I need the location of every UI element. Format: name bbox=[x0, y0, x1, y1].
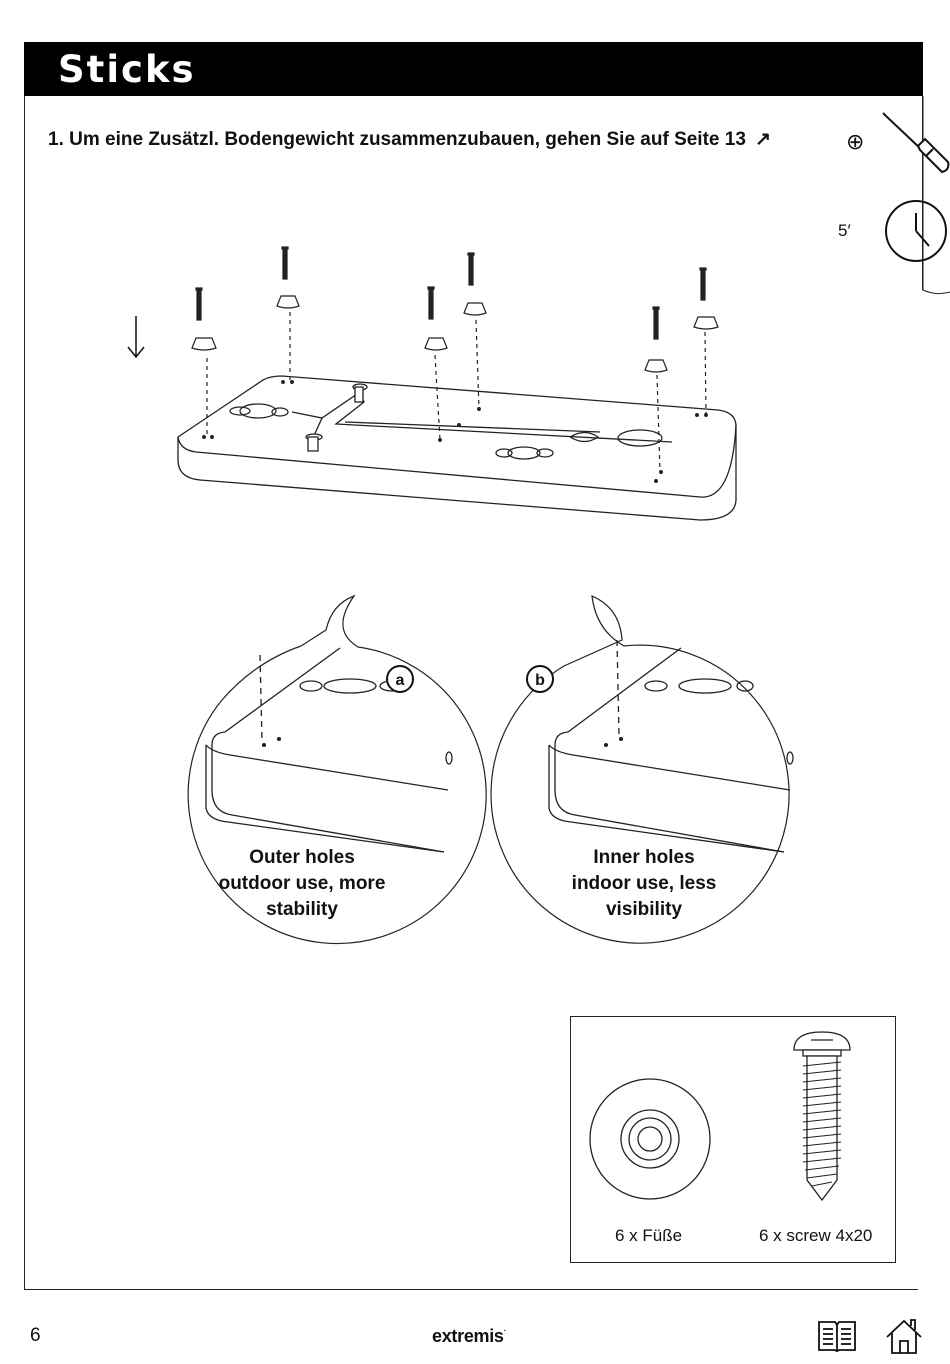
marker-b-badge bbox=[526, 665, 554, 693]
page-tab-edge bbox=[918, 290, 926, 1290]
detail-drawing-b bbox=[548, 639, 794, 853]
screwdriver-icon bbox=[882, 112, 950, 174]
brand-mark: · bbox=[503, 1326, 507, 1335]
assembly-time: 5′ bbox=[838, 221, 851, 240]
page-title: Sticks bbox=[58, 48, 196, 91]
screw-quantity-label: 6 x screw 4x20 bbox=[759, 1226, 873, 1245]
foot-part-icon bbox=[589, 1078, 711, 1200]
detail-callout-b bbox=[490, 595, 790, 944]
clock-icon bbox=[885, 200, 947, 262]
inner-holes-line1: indoor use, less bbox=[571, 873, 717, 894]
tab-outline bbox=[922, 96, 950, 295]
detail-drawing-a bbox=[205, 647, 453, 853]
outer-holes-title: Outer holes bbox=[249, 847, 355, 868]
marker-a-badge bbox=[386, 665, 414, 693]
down-arrow-icon bbox=[127, 316, 145, 359]
step-instruction: 1. Um eine Zusätzl. Bodengewicht zusamme… bbox=[48, 128, 771, 151]
header-bar bbox=[24, 42, 923, 96]
base-plate-drawing bbox=[177, 375, 737, 521]
brand-name: extremis bbox=[432, 1326, 504, 1346]
page-number: 6 bbox=[30, 1325, 41, 1346]
inner-holes-caption: Inner holes indoor use, less visibility bbox=[534, 845, 754, 923]
outer-holes-line2: stability bbox=[266, 899, 338, 920]
brand-logo: extremis· bbox=[432, 1326, 506, 1347]
step-instruction-text: 1. Um eine Zusätzl. Bodengewicht zusamme… bbox=[48, 129, 746, 150]
page-link-arrow-icon[interactable]: ↗ bbox=[755, 129, 772, 150]
inner-holes-title: Inner holes bbox=[593, 847, 695, 868]
marker-b-label: b bbox=[535, 672, 545, 689]
book-icon[interactable] bbox=[816, 1318, 858, 1354]
outer-holes-caption: Outer holes outdoor use, more stability bbox=[192, 845, 412, 923]
feet-quantity-label: 6 x Füße bbox=[615, 1226, 683, 1245]
outer-holes-line1: outdoor use, more bbox=[218, 873, 386, 894]
inner-holes-line2: visibility bbox=[605, 899, 683, 920]
marker-a-label: a bbox=[396, 672, 405, 689]
exploded-screws-and-feet bbox=[191, 246, 719, 473]
phillips-head-symbol: ⊕ bbox=[846, 130, 865, 155]
home-icon[interactable] bbox=[884, 1316, 924, 1356]
screw-part-icon bbox=[793, 1031, 851, 1202]
